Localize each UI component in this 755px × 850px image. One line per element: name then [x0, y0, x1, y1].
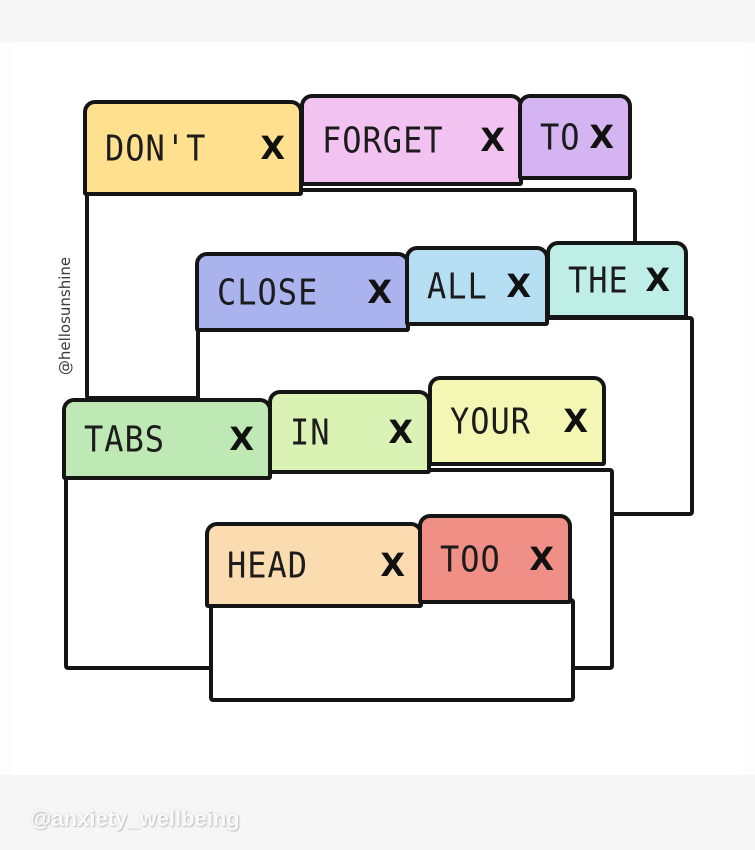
- tab-label: TO: [540, 115, 581, 159]
- tab-your[interactable]: YOUR X: [428, 376, 606, 466]
- tab-forget[interactable]: FORGET X: [300, 94, 523, 186]
- tab-label: DON'T: [105, 126, 207, 170]
- tab-label: FORGET: [322, 118, 444, 162]
- tab-label: TOO: [440, 537, 501, 581]
- tab-label: CLOSE: [217, 270, 319, 314]
- close-tab-icon[interactable]: X: [367, 273, 392, 311]
- browser-window-4: [209, 598, 575, 702]
- close-tab-icon[interactable]: X: [506, 267, 531, 305]
- close-tab-icon[interactable]: X: [480, 121, 505, 159]
- artist-signature: @hellosunshine: [45, 246, 85, 386]
- tab-tabs[interactable]: TABS X: [62, 398, 272, 480]
- close-tab-icon[interactable]: X: [563, 402, 588, 440]
- tab-close-word[interactable]: CLOSE X: [195, 252, 410, 332]
- tab-label: TABS: [84, 417, 166, 461]
- watermark: @anxiety_wellbeing: [30, 806, 240, 831]
- close-tab-icon[interactable]: X: [388, 413, 413, 451]
- tab-head[interactable]: HEAD X: [205, 522, 423, 608]
- top-band: [0, 0, 755, 42]
- artist-handle: @hellosunshine: [56, 256, 74, 376]
- tab-all[interactable]: ALL X: [405, 246, 549, 326]
- tab-label: IN: [290, 410, 331, 454]
- close-tab-icon[interactable]: X: [589, 118, 614, 156]
- close-tab-icon[interactable]: X: [260, 129, 285, 167]
- tab-label: HEAD: [227, 543, 309, 587]
- tab-label: ALL: [427, 264, 488, 308]
- bottom-band: [0, 775, 755, 850]
- tab-to[interactable]: TO X: [518, 94, 632, 180]
- tab-in[interactable]: IN X: [268, 390, 431, 474]
- tab-the[interactable]: THE X: [546, 241, 688, 319]
- tab-dont[interactable]: DON'T X: [83, 100, 303, 196]
- tab-too[interactable]: TOO X: [418, 514, 572, 604]
- close-tab-icon[interactable]: X: [529, 540, 554, 578]
- close-tab-icon[interactable]: X: [380, 546, 405, 584]
- close-tab-icon[interactable]: X: [645, 261, 670, 299]
- tab-label: YOUR: [450, 399, 532, 443]
- tab-label: THE: [568, 258, 629, 302]
- close-tab-icon[interactable]: X: [229, 420, 254, 458]
